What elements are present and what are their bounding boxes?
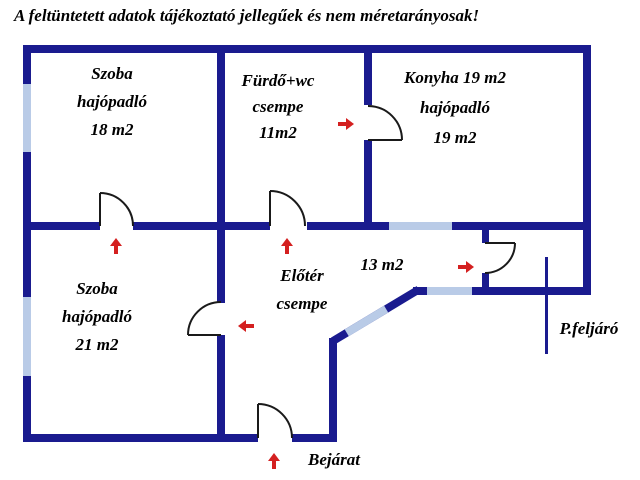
door-arc-furdo: [269, 190, 306, 227]
room-label-eloter-floor: csempe: [276, 294, 328, 313]
door-arc-corridor: [484, 242, 516, 274]
window-szoba21: [23, 297, 31, 376]
label-p-feljaro: P.feljáró: [559, 319, 619, 338]
wall-outer-top: [23, 45, 591, 53]
room-label-szoba21: Szoba hajópadló 21 m2: [17, 275, 177, 359]
arrow-up-furdo-icon: [280, 237, 294, 255]
wall-furdo-konyha-upper: [364, 53, 372, 105]
window-konyha: [389, 222, 452, 230]
wall-konyha-bottom: [364, 222, 591, 230]
wall-outer-left: [23, 45, 31, 442]
wall-corridor-bottom: [413, 287, 591, 295]
room-label-eloter-name: Előtér: [280, 266, 324, 285]
wall-corridor-pillar-bottom: [482, 273, 489, 295]
wall-entrance-corner: [329, 338, 337, 442]
disclaimer-text: A feltüntetett adatok tájékoztató jelleg…: [14, 6, 480, 25]
room-label-konyha-area: 19 m2: [433, 128, 477, 147]
room-label-konyha-floor: hajópadló: [420, 98, 490, 117]
area-label-eloter: 13 m2: [360, 255, 404, 274]
door-arc-bejarat: [257, 403, 293, 439]
room-label-konyha-name: Konyha 19 m2: [403, 68, 507, 87]
wall-mid-vertical-lower: [217, 335, 225, 434]
label-bejarat: Bejárat: [308, 450, 360, 469]
wall-mid-vertical-upper: [217, 53, 225, 303]
room-label-furdo-name: Fürdő+wc: [241, 71, 315, 90]
wall-rooms-divider-right: [133, 222, 217, 230]
wall-outer-right: [583, 45, 591, 295]
arrow-right-konyha-icon: [337, 117, 355, 131]
room-label-konyha: Konyha 19 m2 hajópadló 19 m2: [375, 63, 535, 153]
arrow-right-corridor-icon: [457, 260, 475, 274]
wall-furdo-bottom-right: [307, 222, 364, 230]
room-label-szoba18-name: Szoba: [91, 64, 133, 83]
wall-rooms-divider-left: [31, 222, 100, 230]
room-label-eloter: Előtér csempe: [242, 262, 362, 318]
door-arc-szoba18: [99, 192, 134, 227]
room-label-szoba21-area: 21 m2: [75, 335, 119, 354]
room-label-furdo-floor: csempe: [252, 97, 304, 116]
arrow-up-szoba18-icon: [109, 237, 123, 255]
room-label-szoba18: Szoba hajópadló 18 m2: [32, 60, 192, 144]
arrow-up-bejarat-icon: [267, 452, 281, 470]
room-label-furdo-area: 11m2: [259, 123, 297, 142]
window-szoba18: [23, 84, 31, 152]
wall-furdo-bottom-left: [225, 222, 270, 230]
wall-outer-bottom-right: [292, 434, 337, 442]
room-label-szoba18-floor: hajópadló: [77, 92, 147, 111]
arrow-left-szoba21-icon: [237, 319, 255, 333]
room-label-szoba21-floor: hajópadló: [62, 307, 132, 326]
wall-corridor-pillar-top: [482, 225, 489, 243]
door-arc-konyha: [367, 105, 403, 141]
room-label-furdo: Fürdő+wc csempe 11m2: [216, 68, 340, 146]
room-label-szoba21-name: Szoba: [76, 279, 118, 298]
wall-outer-bottom-left: [23, 434, 258, 442]
door-arc-szoba21: [187, 301, 222, 336]
room-label-szoba18-area: 18 m2: [90, 120, 134, 139]
p-feljaro-line: [545, 257, 548, 354]
window-eloter-right: [427, 287, 472, 295]
wall-furdo-konyha-lower: [364, 140, 372, 222]
